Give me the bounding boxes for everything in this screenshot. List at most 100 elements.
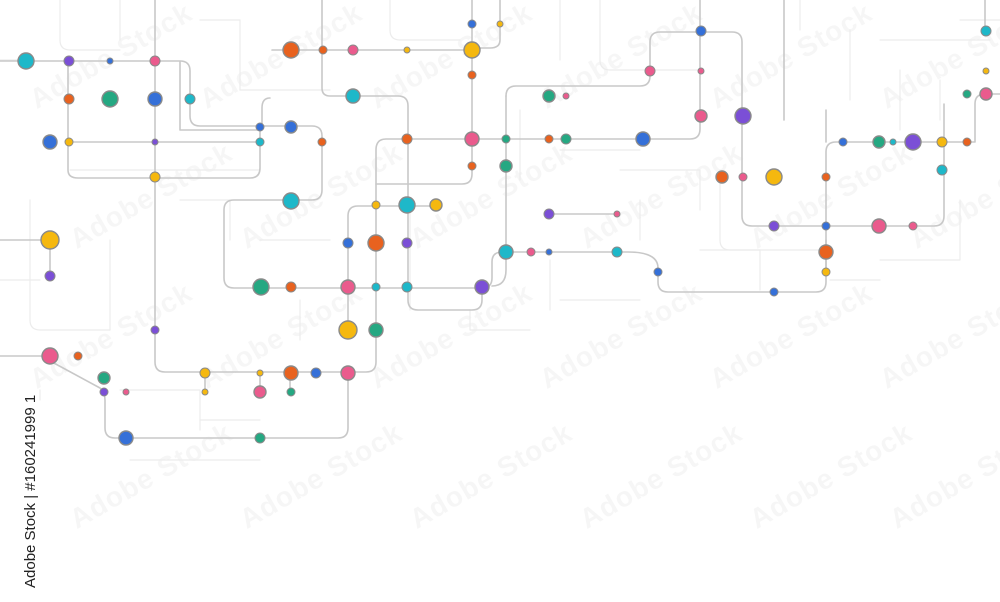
faint-line	[389, 0, 461, 41]
purple-node-dot	[150, 325, 160, 335]
blue-node-dot	[838, 137, 848, 147]
faint-line	[879, 199, 961, 261]
node-dots	[17, 19, 993, 446]
orange-node-dot	[73, 351, 83, 361]
orange-node-dot	[285, 281, 297, 293]
blue-node-dot	[118, 430, 134, 446]
blue-node-dot	[653, 267, 663, 277]
connector-line	[154, 0, 701, 373]
purple-node-dot	[734, 107, 752, 125]
orange-node-dot	[318, 45, 328, 55]
pink-node-dot	[340, 365, 356, 381]
faint-line	[199, 19, 241, 91]
faint-line	[699, 249, 761, 291]
pink-node-dot	[694, 109, 708, 123]
yellow-node-dot	[496, 20, 504, 28]
blue-node-dot	[467, 19, 477, 29]
connector-line	[0, 60, 1000, 293]
pink-node-dot	[613, 210, 621, 218]
blue-node-dot	[635, 131, 651, 147]
connector-line	[261, 97, 271, 127]
pink-node-dot	[122, 388, 130, 396]
pink-node-dot	[562, 92, 570, 100]
pink-node-dot	[979, 87, 993, 101]
yellow-node-dot	[338, 320, 358, 340]
connector-line	[271, 0, 473, 51]
pink-node-dot	[253, 385, 267, 399]
orange-node-dot	[962, 137, 972, 147]
green-node-dot	[368, 322, 384, 338]
teal-node-dot	[345, 88, 361, 104]
yellow-node-dot	[371, 200, 381, 210]
pink-node-dot	[526, 247, 536, 257]
orange-node-dot	[818, 244, 834, 260]
faint-line	[619, 169, 701, 211]
connector-line	[67, 129, 261, 179]
faint-line	[719, 179, 761, 251]
yellow-node-dot	[429, 198, 443, 212]
blue-node-dot	[342, 237, 354, 249]
teal-node-dot	[889, 138, 897, 146]
teal-node-dot	[498, 244, 514, 260]
yellow-node-dot	[982, 67, 990, 75]
yellow-node-dot	[403, 46, 411, 54]
teal-node-dot	[936, 164, 948, 176]
green-node-dot	[97, 371, 111, 385]
stock-caption-text: Adobe Stock | #160241999 1	[22, 394, 39, 588]
orange-node-dot	[467, 70, 477, 80]
faint-lines	[0, 0, 1000, 461]
yellow-node-dot	[40, 230, 60, 250]
teal-node-dot	[184, 93, 196, 105]
teal-node-dot	[611, 246, 623, 258]
faint-line	[29, 199, 111, 331]
blue-node-dot	[310, 367, 322, 379]
connector-line	[491, 95, 507, 287]
purple-node-dot	[63, 55, 75, 67]
green-node-dot	[501, 134, 511, 144]
orange-node-dot	[821, 172, 831, 182]
yellow-node-dot	[64, 137, 74, 147]
orange-node-dot	[63, 93, 75, 105]
yellow-node-dot	[463, 41, 481, 59]
green-node-dot	[560, 133, 572, 145]
faint-line	[59, 0, 121, 51]
green-node-dot	[962, 89, 972, 99]
pink-node-dot	[340, 279, 356, 295]
purple-node-dot	[474, 279, 490, 295]
green-node-dot	[499, 159, 513, 173]
yellow-node-dot	[199, 367, 211, 379]
green-node-dot	[254, 432, 266, 444]
teal-node-dot	[255, 137, 265, 147]
pink-node-dot	[871, 218, 887, 234]
purple-node-dot	[768, 220, 780, 232]
blue-node-dot	[695, 25, 707, 37]
pink-node-dot	[149, 55, 161, 67]
connector-line	[505, 31, 945, 227]
orange-node-dot	[544, 134, 554, 144]
purple-node-dot	[543, 208, 555, 220]
pink-node-dot	[644, 65, 656, 77]
purple-node-dot	[401, 237, 413, 249]
pink-node-dot	[738, 172, 748, 182]
connector-line	[347, 205, 377, 289]
yellow-node-dot	[149, 171, 161, 183]
green-node-dot	[286, 387, 296, 397]
teal-node-dot	[371, 282, 381, 292]
orange-node-dot	[367, 234, 385, 252]
teal-node-dot	[980, 25, 992, 37]
orange-node-dot	[317, 137, 327, 147]
pink-node-dot	[347, 44, 359, 56]
blue-node-dot	[255, 122, 265, 132]
orange-node-dot	[715, 170, 729, 184]
green-node-dot	[252, 278, 270, 296]
green-node-dot	[542, 89, 556, 103]
pink-node-dot	[464, 131, 480, 147]
blue-node-dot	[821, 221, 831, 231]
connector-line	[179, 61, 261, 131]
pink-node-dot	[41, 347, 59, 365]
connector-line	[375, 49, 473, 185]
yellow-node-dot	[256, 369, 264, 377]
faint-line	[119, 389, 201, 431]
orange-node-dot	[467, 161, 477, 171]
